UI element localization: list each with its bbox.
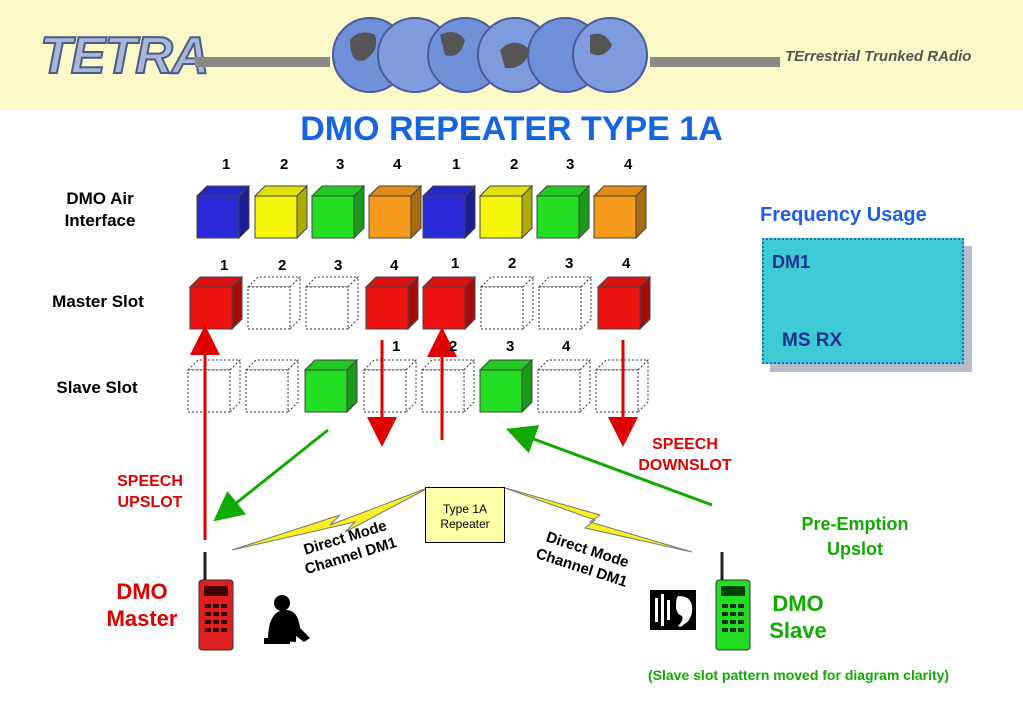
air-slot-number-8: 4 — [624, 156, 633, 173]
master-slot-8 — [596, 275, 652, 331]
page-title: DMO REPEATER TYPE 1A — [300, 110, 723, 148]
air-interface-slots — [195, 184, 648, 240]
frequency-rx-label: MS RX — [782, 330, 843, 351]
slave-slot-1 — [186, 358, 242, 414]
air-slot-5 — [421, 184, 477, 240]
pre-emption-label: Pre-Emption Upslot — [801, 514, 909, 559]
frequency-usage-box — [762, 238, 964, 364]
slave-slot-number-4: 4 — [562, 338, 571, 355]
master-slot-number-5: 1 — [451, 255, 460, 272]
slave-slot-4 — [362, 358, 418, 414]
air-slot-4 — [367, 184, 423, 240]
master-slot-number-3: 3 — [334, 257, 343, 274]
air-slot-number-2: 2 — [280, 156, 289, 173]
air-slot-8 — [592, 184, 648, 240]
slave-slot-number-2: 2 — [449, 338, 458, 355]
master-slot-number-8: 4 — [622, 255, 631, 272]
dmo-slave-radio-icon — [715, 552, 751, 651]
globe-icons — [195, 17, 780, 93]
air-slot-1 — [195, 184, 251, 240]
slave-slot-5 — [420, 358, 476, 414]
speech-downslot-label: SPEECH DOWNSLOT — [638, 436, 732, 474]
master-slot-number-4: 4 — [390, 257, 399, 274]
air-slot-7 — [535, 184, 591, 240]
air-slot-number-4: 4 — [393, 156, 402, 173]
listening-ear-icon — [650, 590, 696, 630]
air-slot-3 — [310, 184, 366, 240]
master-slot-number-7: 3 — [565, 255, 574, 272]
air-slot-number-1: 1 — [222, 156, 231, 173]
master-slot-number-2: 2 — [278, 257, 287, 274]
slave-slot-8 — [594, 358, 650, 414]
slave-slot-3 — [303, 358, 359, 414]
air-slot-number-3: 3 — [336, 156, 345, 173]
master-slot-4 — [364, 275, 420, 331]
master-slot-2 — [246, 275, 302, 331]
air-slot-6 — [478, 184, 534, 240]
master-slot-1 — [188, 275, 244, 331]
air-slot-number-5: 1 — [452, 156, 461, 173]
master-slots — [188, 275, 652, 331]
dmo-slave-label: DMO Slave — [769, 591, 827, 643]
diagram-note: (Slave slot pattern moved for diagram cl… — [648, 667, 950, 683]
pre-emption-green-arrow — [505, 425, 713, 507]
slave-slot-number-1: 1 — [392, 338, 401, 355]
header-tagline: TErrestrial Trunked RAdio — [785, 48, 972, 65]
air-interface-label: DMO Air Interface — [64, 189, 136, 230]
slave-to-master-green-arrow — [213, 428, 329, 522]
talking-person-icon — [264, 595, 310, 644]
radio-link-right — [501, 486, 693, 553]
air-slot-2 — [253, 184, 309, 240]
air-slot-number-7: 3 — [566, 156, 575, 173]
type-1a-repeater-box: Type 1A Repeater — [425, 487, 505, 543]
master-slot-6 — [479, 275, 535, 331]
air-slot-number-6: 2 — [510, 156, 519, 173]
master-slot-label: Master Slot — [52, 292, 144, 311]
tetra-logo: TETRA — [39, 26, 210, 86]
master-slot-3 — [304, 275, 360, 331]
slave-slots — [186, 358, 650, 414]
slave-slot-number-3: 3 — [506, 338, 515, 355]
master-slot-7 — [537, 275, 593, 331]
master-slot-number-1: 1 — [220, 257, 229, 274]
frequency-channel-label: DM1 — [772, 252, 811, 272]
slave-slot-label: Slave Slot — [56, 378, 138, 397]
slave-slot-2 — [244, 358, 300, 414]
speech-upslot-label: SPEECH UPSLOT — [117, 473, 183, 511]
master-slot-5 — [421, 275, 477, 331]
repeater-label: Type 1A Repeater — [440, 502, 490, 531]
master-slot-number-6: 2 — [508, 255, 517, 272]
slave-slot-7 — [536, 358, 592, 414]
dmo-master-label: DMO Master — [106, 579, 178, 631]
frequency-usage-title: Frequency Usage — [760, 204, 927, 226]
dmo-master-radio-icon — [198, 552, 234, 651]
slave-slot-6 — [478, 358, 534, 414]
